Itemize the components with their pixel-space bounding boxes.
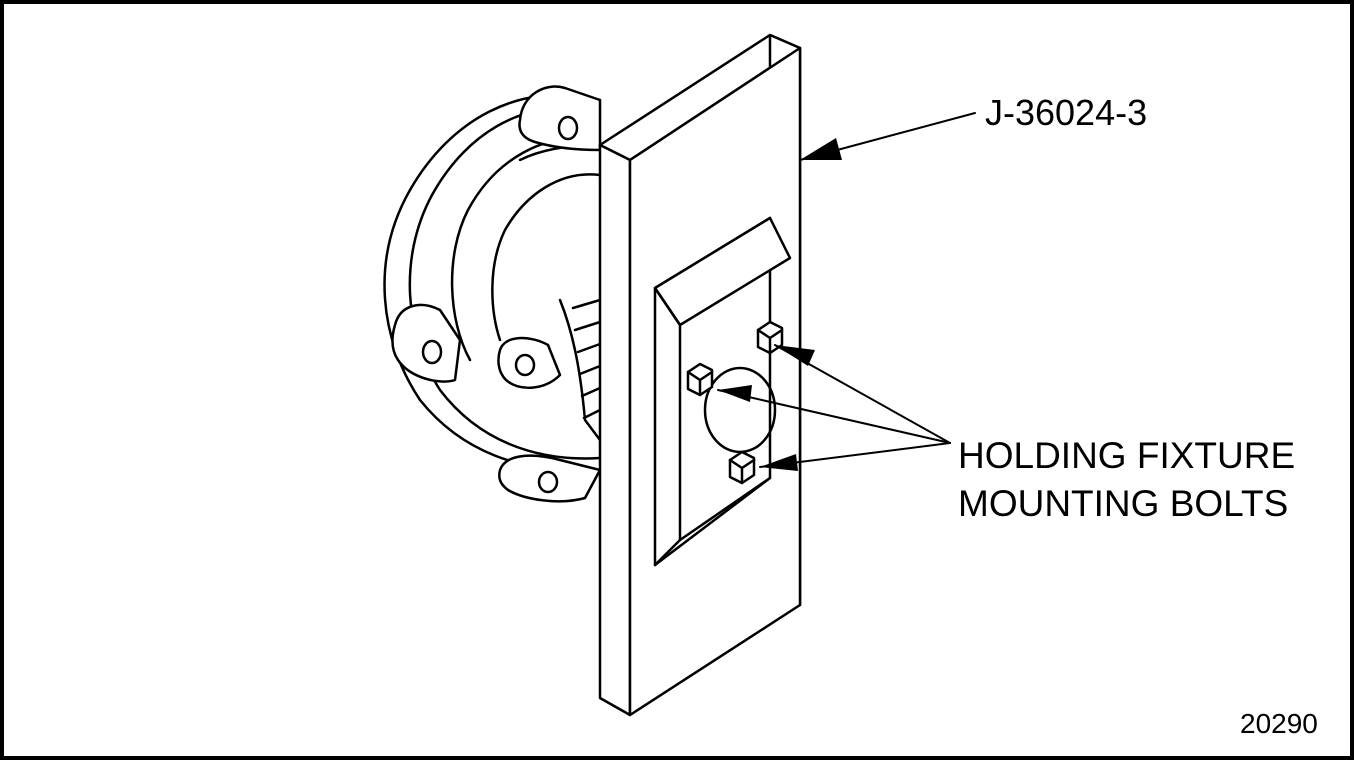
housing [383, 93, 602, 472]
tool-number-label: J-36024-3 [985, 92, 1148, 133]
figure-number: 20290 [1240, 708, 1318, 739]
mounting-ear-bottom [498, 454, 602, 503]
arrowhead-bolt-top [775, 345, 815, 366]
arrowhead-bolt-bottom [760, 454, 798, 471]
bolts-label-line2: MOUNTING BOLTS [958, 483, 1289, 524]
mounting-ear-mid [497, 336, 562, 390]
bolt-left [686, 362, 714, 397]
bolts-label: HOLDING FIXTURE MOUNTING BOLTS [958, 432, 1295, 528]
bolt-top [756, 320, 784, 355]
mounting-ear-top [518, 85, 602, 152]
bolts-label-line1: HOLDING FIXTURE [958, 435, 1296, 476]
arrowhead-bolt-left [718, 385, 752, 402]
arrowhead-tool [800, 138, 842, 160]
mounting-ear-left [391, 303, 462, 383]
bolt-bottom [728, 450, 756, 485]
